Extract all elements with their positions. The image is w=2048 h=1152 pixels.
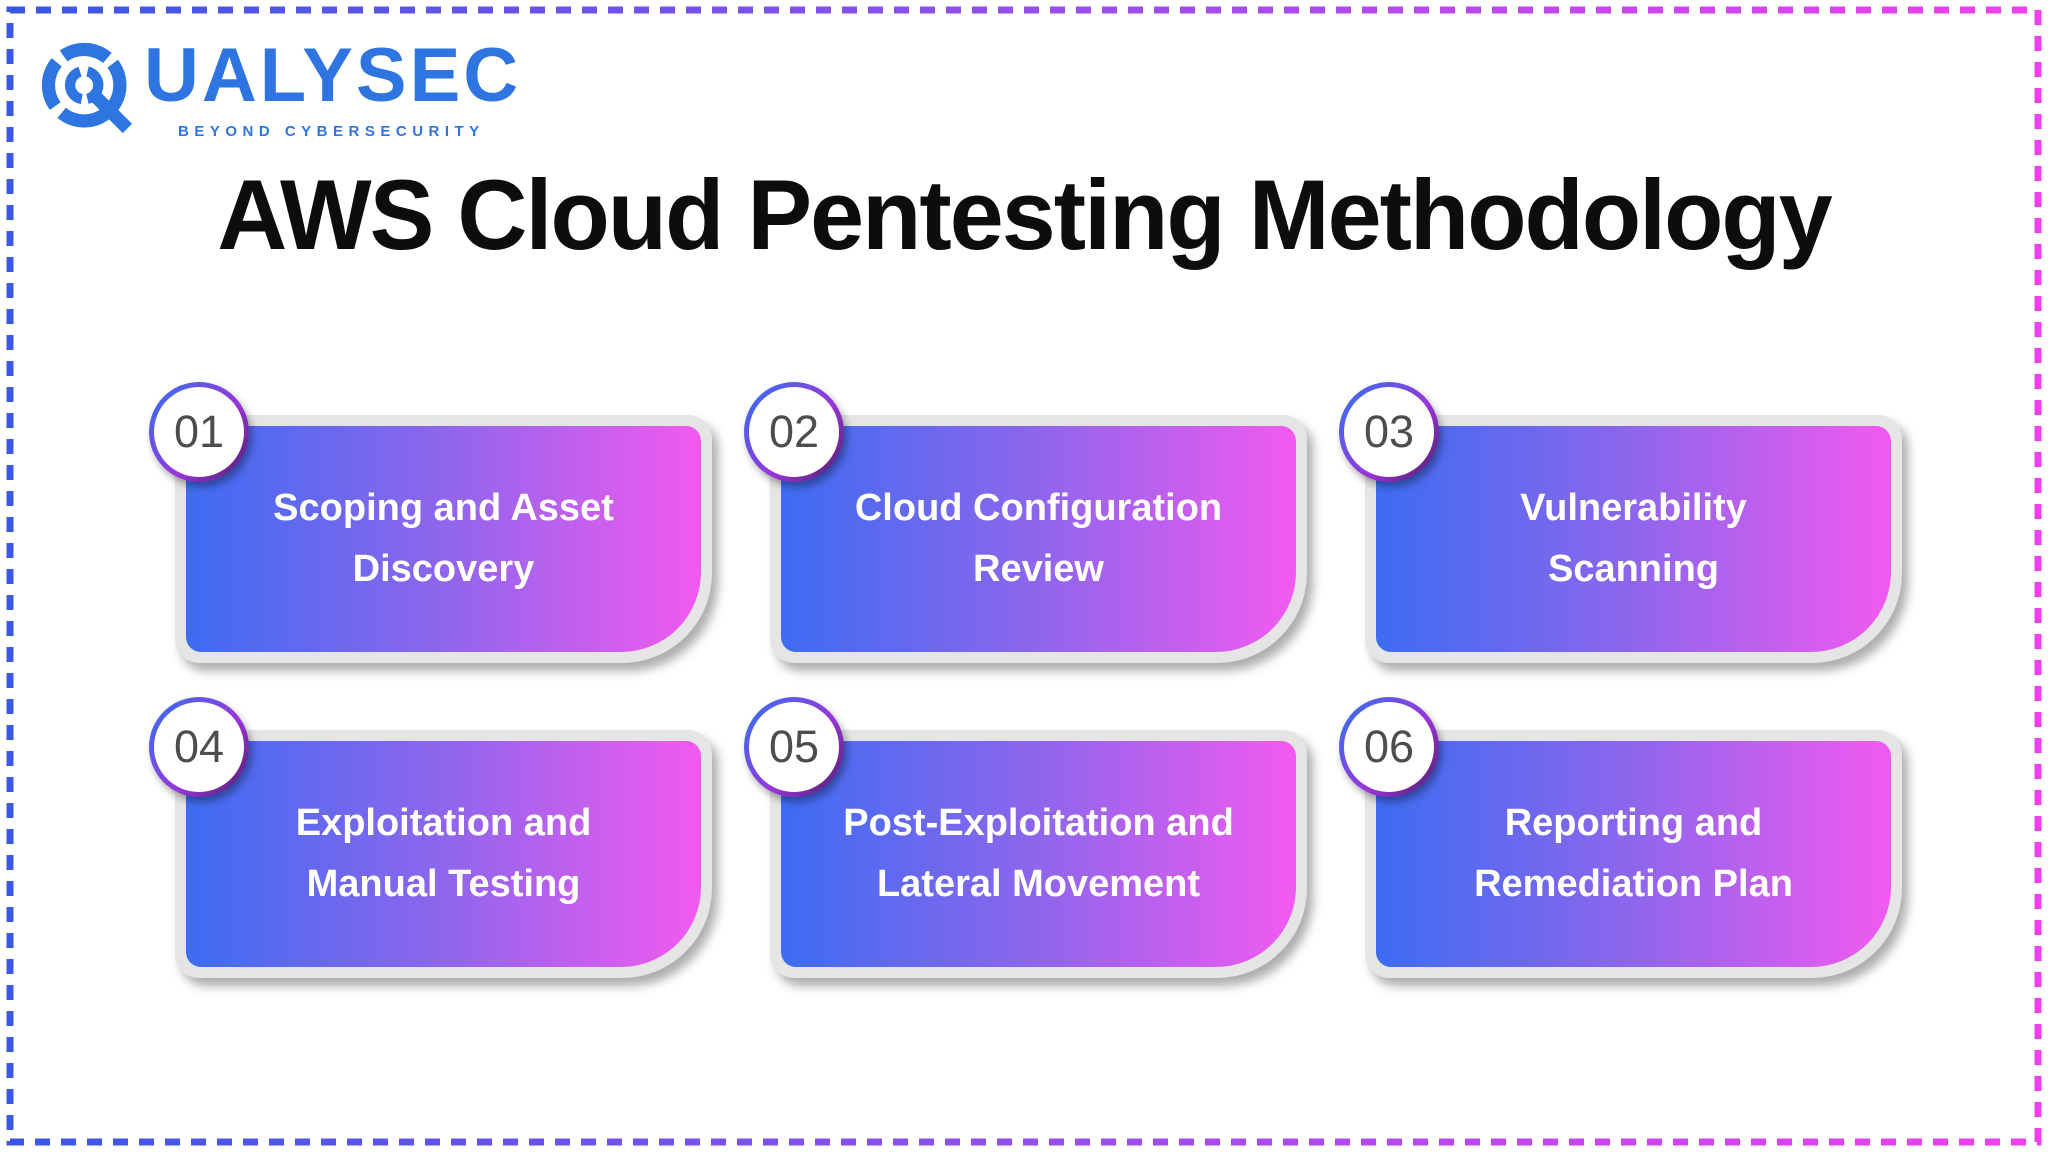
- step-title-line: Remediation Plan: [1474, 863, 1793, 905]
- step-number: 04: [173, 721, 225, 772]
- step-number-badge: 06: [1339, 697, 1439, 797]
- step-title-line: Review: [973, 548, 1104, 590]
- step-title-line: Scanning: [1547, 548, 1720, 590]
- card-body: Post-Exploitation and Lateral Movement: [781, 741, 1296, 967]
- step-number: 05: [768, 721, 820, 772]
- step-card-03: 03 Vulnerability Scanning: [1344, 387, 1902, 663]
- step-title-line: Post-Exploitation and: [843, 802, 1234, 845]
- step-title-line: Scoping and Asset: [273, 487, 614, 530]
- step-number-badge: 05: [744, 697, 844, 797]
- step-number-badge: 01: [149, 382, 249, 482]
- card-body: Exploitation and Manual Testing: [186, 741, 701, 967]
- step-title-line: Lateral Movement: [876, 863, 1201, 905]
- step-title-line: Reporting and: [1504, 802, 1763, 845]
- qualysec-logo: UALYSEC BEYOND CYBERSECURITY: [40, 36, 521, 140]
- step-number: 01: [173, 406, 225, 457]
- step-number: 02: [768, 406, 820, 457]
- step-title-line: Vulnerability: [1520, 487, 1747, 530]
- step-card-06: 06 Reporting and Remediation Plan: [1344, 702, 1902, 978]
- step-number: 06: [1363, 721, 1415, 772]
- logo-tagline: BEYOND CYBERSECURITY: [178, 123, 485, 140]
- step-number-badge: 02: [744, 382, 844, 482]
- step-title-line: Manual Testing: [306, 863, 581, 905]
- methodology-steps-grid: 01 Scoping and Asset Discovery 02 Cloud …: [154, 387, 1903, 978]
- step-number-badge: 03: [1339, 382, 1439, 482]
- step-card-04: 04 Exploitation and Manual Testing: [154, 702, 712, 978]
- card-body: Cloud Configuration Review: [781, 426, 1296, 652]
- step-card-01: 01 Scoping and Asset Discovery: [154, 387, 712, 663]
- card-body: Scoping and Asset Discovery: [186, 426, 701, 652]
- card-body: Vulnerability Scanning: [1376, 426, 1891, 652]
- card-body: Reporting and Remediation Plan: [1376, 741, 1891, 967]
- step-title-line: Cloud Configuration: [854, 487, 1223, 530]
- page-title: AWS Cloud Pentesting Methodology: [217, 159, 1832, 270]
- step-number: 03: [1363, 406, 1415, 457]
- logo-wordmark: UALYSEC: [144, 33, 522, 118]
- step-card-05: 05 Post-Exploitation and Lateral Movemen…: [749, 702, 1307, 978]
- step-number-badge: 04: [149, 697, 249, 797]
- step-title-line: Exploitation and: [295, 802, 592, 845]
- step-title-line: Discovery: [352, 548, 535, 590]
- step-card-02: 02 Cloud Configuration Review: [749, 387, 1307, 663]
- qualysec-q-icon: [41, 42, 133, 134]
